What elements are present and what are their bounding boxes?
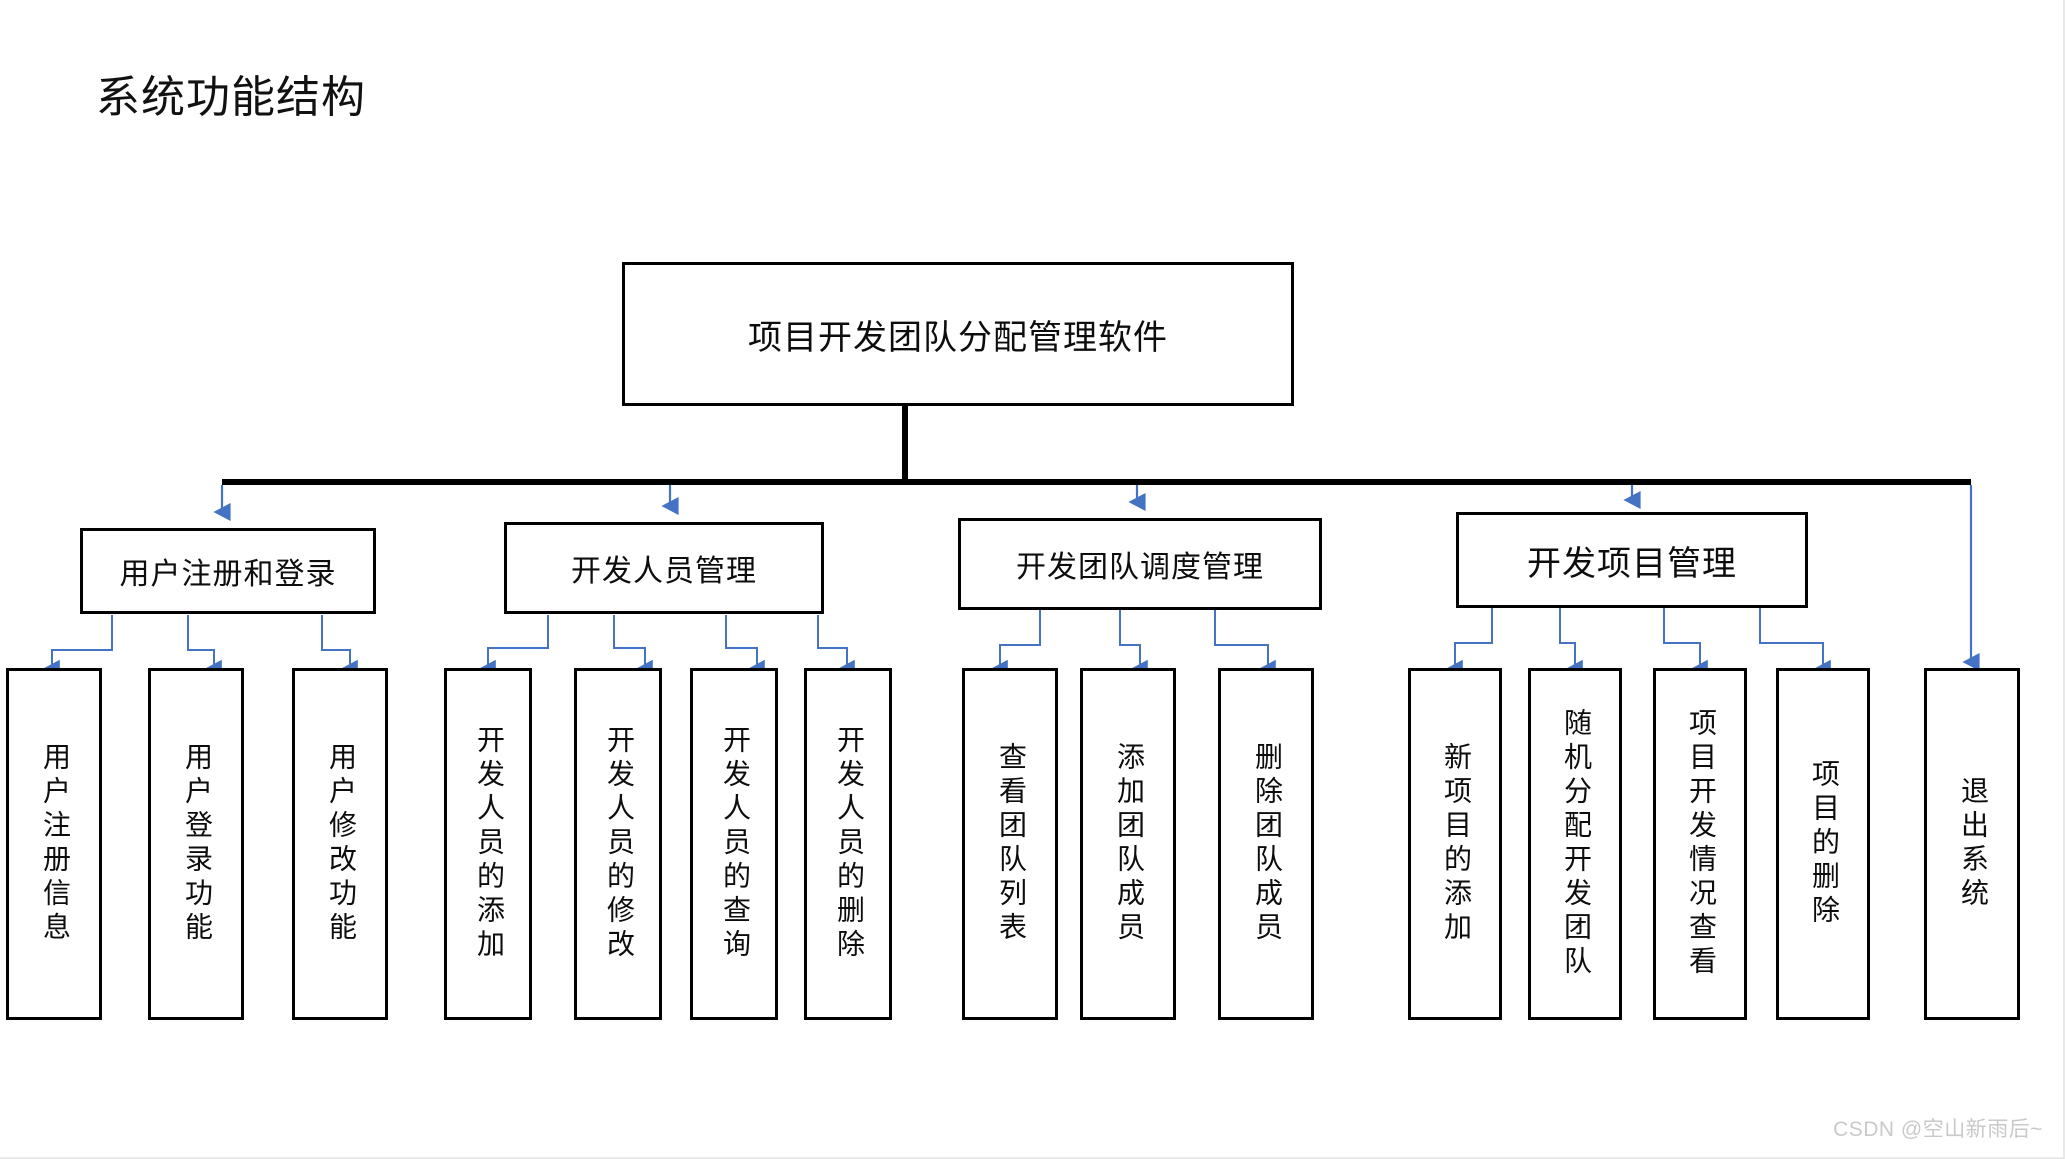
connector-bus-to-branches — [213, 485, 1641, 522]
node-leaf-dev-delete[interactable]: 开发人员的删除 — [804, 668, 892, 1020]
node-leaf-project-add[interactable]: 新项目的添加 — [1408, 668, 1502, 1020]
connector-branch-developer-to-leaves — [480, 615, 855, 677]
node-leaf-user-modify-label: 用户修改功能 — [325, 742, 356, 946]
node-leaf-user-register-info[interactable]: 用户注册信息 — [6, 668, 102, 1020]
node-leaf-team-list[interactable]: 查看团队列表 — [962, 668, 1058, 1020]
node-branch-project-label: 开发项目管理 — [1527, 545, 1737, 583]
node-root[interactable]: 项目开发团队分配管理软件 — [622, 262, 1294, 406]
node-leaf-team-remove-member-label: 删除团队成员 — [1251, 742, 1282, 946]
node-leaf-team-list-label: 查看团队列表 — [995, 742, 1026, 946]
node-leaf-team-add-member[interactable]: 添加团队成员 — [1080, 668, 1176, 1020]
node-leaf-dev-delete-label: 开发人员的删除 — [833, 725, 864, 963]
node-leaf-project-progress-label: 项目开发情况查看 — [1685, 708, 1716, 980]
node-branch-exit[interactable]: 退出系统 — [1924, 668, 2020, 1020]
node-leaf-dev-add-label: 开发人员的添加 — [473, 725, 504, 963]
node-leaf-user-login[interactable]: 用户登录功能 — [148, 668, 244, 1020]
node-leaf-dev-modify[interactable]: 开发人员的修改 — [574, 668, 662, 1020]
node-leaf-dev-modify-label: 开发人员的修改 — [603, 725, 634, 963]
node-branch-user[interactable]: 用户注册和登录 — [80, 528, 376, 614]
node-branch-user-label: 用户注册和登录 — [119, 558, 337, 591]
page-bottom-divider — [0, 1157, 2065, 1159]
node-root-label: 项目开发团队分配管理软件 — [748, 319, 1168, 357]
node-leaf-dev-query[interactable]: 开发人员的查询 — [690, 668, 778, 1020]
node-leaf-user-modify[interactable]: 用户修改功能 — [292, 668, 388, 1020]
node-leaf-project-random-assign-label: 随机分配开发团队 — [1560, 708, 1591, 980]
node-leaf-team-remove-member[interactable]: 删除团队成员 — [1218, 668, 1314, 1020]
node-branch-developer-label: 开发人员管理 — [571, 555, 757, 588]
node-leaf-project-delete[interactable]: 项目的删除 — [1776, 668, 1870, 1020]
node-leaf-project-delete-label: 项目的删除 — [1808, 759, 1839, 929]
node-branch-developer[interactable]: 开发人员管理 — [504, 522, 824, 614]
node-branch-team-label: 开发团队调度管理 — [1016, 551, 1264, 584]
node-leaf-dev-query-label: 开发人员的查询 — [719, 725, 750, 963]
connector-branch-project-to-leaves — [1447, 608, 1831, 677]
node-branch-team[interactable]: 开发团队调度管理 — [958, 518, 1322, 610]
csdn-watermark: CSDN @空山新雨后~ — [1833, 1118, 2043, 1141]
node-branch-exit-label: 退出系统 — [1957, 776, 1988, 912]
node-leaf-user-login-label: 用户登录功能 — [181, 742, 212, 946]
page-right-divider — [2063, 0, 2065, 1159]
node-leaf-team-add-member-label: 添加团队成员 — [1113, 742, 1144, 946]
node-leaf-project-add-label: 新项目的添加 — [1440, 742, 1471, 946]
node-leaf-user-register-info-label: 用户注册信息 — [39, 742, 70, 946]
node-leaf-project-progress[interactable]: 项目开发情况查看 — [1653, 668, 1747, 1020]
node-branch-project[interactable]: 开发项目管理 — [1456, 512, 1808, 608]
page-title: 系统功能结构 — [96, 73, 366, 122]
node-leaf-project-random-assign[interactable]: 随机分配开发团队 — [1528, 668, 1622, 1020]
connector-branch-team-to-leaves — [992, 610, 1276, 677]
connector-branch-user-to-leaves — [44, 615, 358, 677]
node-leaf-dev-add[interactable]: 开发人员的添加 — [444, 668, 532, 1020]
